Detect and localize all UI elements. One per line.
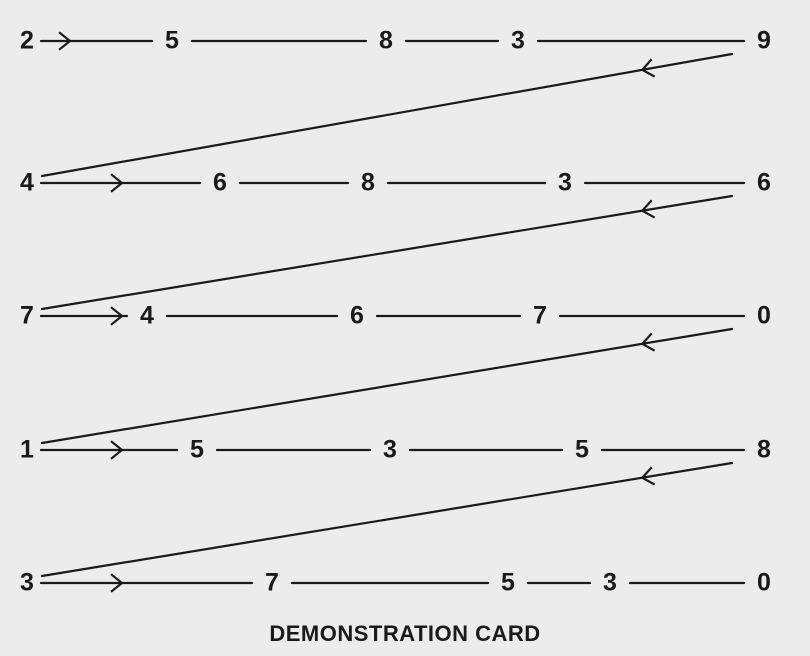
digit-r3-c5: 0 xyxy=(757,301,771,330)
digit-r2-c4: 3 xyxy=(558,168,572,197)
return-line-4 xyxy=(40,461,734,578)
return-arrow-1-icon xyxy=(640,58,656,78)
digit-r3-c2: 4 xyxy=(140,301,154,330)
return-line-1 xyxy=(40,52,734,178)
digit-r1-c3: 8 xyxy=(379,26,393,55)
digit-r5-c3: 5 xyxy=(501,568,515,597)
digit-r2-c5: 6 xyxy=(757,168,771,197)
digit-r2-c2: 6 xyxy=(213,168,227,197)
digit-r3-c1: 7 xyxy=(20,301,34,330)
digit-r5-c1: 3 xyxy=(20,568,34,597)
digit-r2-c3: 8 xyxy=(361,168,375,197)
digit-r2-c1: 4 xyxy=(20,168,34,197)
row-3-arrow-right-icon xyxy=(110,306,124,326)
row-5-arrow-right-icon xyxy=(110,573,124,593)
digit-r4-c4: 5 xyxy=(575,435,589,464)
digit-r1-c4: 3 xyxy=(511,26,525,55)
return-arrow-2-icon xyxy=(640,199,656,219)
digit-r1-c2: 5 xyxy=(165,26,179,55)
digit-r5-c4: 3 xyxy=(603,568,617,597)
digit-r5-c2: 7 xyxy=(265,568,279,597)
return-line-3 xyxy=(40,327,734,445)
digit-r4-c3: 3 xyxy=(383,435,397,464)
digit-r4-c2: 5 xyxy=(190,435,204,464)
digit-r3-c3: 6 xyxy=(350,301,364,330)
card-caption: DEMONSTRATION CARD xyxy=(269,621,541,646)
digit-r5-c5: 0 xyxy=(757,568,771,597)
digit-r1-c5: 9 xyxy=(757,26,771,55)
row-2-arrow-right-icon xyxy=(110,173,124,193)
return-line-2 xyxy=(40,194,734,311)
digit-r1-c1: 2 xyxy=(20,26,34,55)
row-4-arrow-right-icon xyxy=(110,440,124,460)
digit-r4-c5: 8 xyxy=(757,435,771,464)
digit-r4-c1: 1 xyxy=(20,435,34,464)
digit-r3-c4: 7 xyxy=(533,301,547,330)
return-arrow-4-icon xyxy=(640,466,656,486)
return-arrow-3-icon xyxy=(640,332,656,352)
row-1-arrow-right-icon xyxy=(58,31,72,51)
